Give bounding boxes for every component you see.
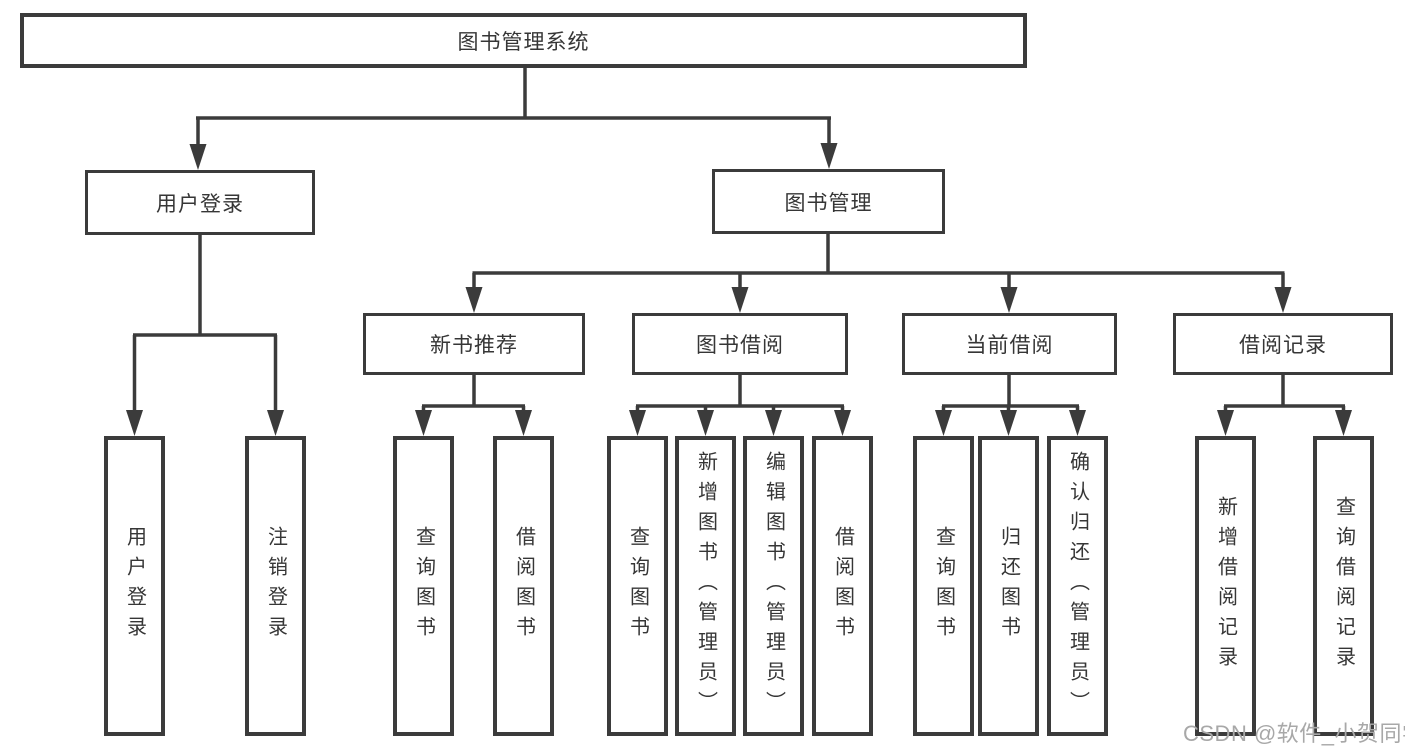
leaf-query-books-borrow: 查询图书 <box>607 436 668 736</box>
leaf-add-borrow-record: 新增借阅记录 <box>1195 436 1256 736</box>
node-book-management: 图书管理 <box>712 169 945 234</box>
node-library-management-system: 图书管理系统 <box>20 13 1027 68</box>
leaf-borrow-books: 借阅图书 <box>812 436 873 736</box>
leaf-user-login: 用户登录 <box>104 436 165 736</box>
node-new-book-recommend: 新书推荐 <box>363 313 585 375</box>
node-borrow-records: 借阅记录 <box>1173 313 1393 375</box>
leaf-add-book-admin: 新增图书（管理员） <box>675 436 736 736</box>
leaf-edit-book-admin: 编辑图书（管理员） <box>743 436 804 736</box>
leaf-query-books-recommend: 查询图书 <box>393 436 454 736</box>
leaf-return-book: 归还图书 <box>978 436 1039 736</box>
leaf-borrow-books-recommend: 借阅图书 <box>493 436 554 736</box>
leaf-confirm-return-admin: 确认归还（管理员） <box>1047 436 1108 736</box>
csdn-watermark: CSDN @软件_小贺同学 <box>1183 721 1405 746</box>
leaf-query-books-current: 查询图书 <box>913 436 974 736</box>
leaf-query-borrow-record: 查询借阅记录 <box>1313 436 1374 736</box>
node-current-borrow: 当前借阅 <box>902 313 1117 375</box>
node-user-login: 用户登录 <box>85 170 315 235</box>
node-book-borrow: 图书借阅 <box>632 313 848 375</box>
leaf-logout: 注销登录 <box>245 436 306 736</box>
